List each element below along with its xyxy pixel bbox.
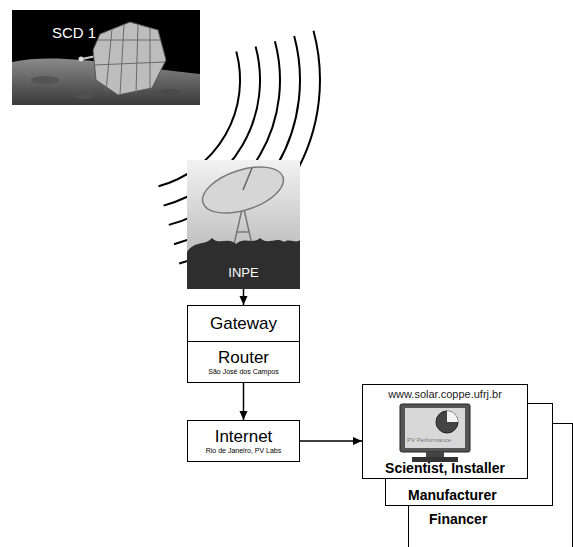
satellite-panels — [94, 24, 165, 95]
arrow-connector — [243, 289, 245, 305]
node-title: SCD 1 — [52, 24, 96, 41]
crater — [76, 93, 94, 99]
ground-station-picture — [187, 158, 300, 289]
crater — [31, 76, 59, 84]
trees — [187, 238, 300, 289]
node-subtitle: Rio de Janeiro, PV Labs — [206, 447, 282, 455]
monitor-stand — [426, 452, 444, 457]
node-title: Internet — [215, 427, 273, 447]
node-subtitle: São José dos Campos — [208, 368, 278, 376]
process-box: Gateway — [187, 305, 300, 342]
antenna-tip — [79, 57, 84, 62]
monitor-screen — [405, 408, 465, 448]
space-ground — [12, 10, 200, 105]
screen-label: PV Performance — [407, 437, 451, 444]
feed — [243, 168, 252, 190]
picture-box: INPE — [187, 160, 300, 289]
node-title: Gateway — [210, 314, 277, 334]
dish — [197, 158, 289, 222]
node-subtitle: Scientist, Installer — [385, 460, 505, 476]
sky — [187, 160, 300, 289]
monitor-frame — [400, 404, 470, 452]
node-title: INPE — [228, 266, 258, 281]
antenna — [82, 56, 96, 59]
crater — [158, 89, 182, 95]
pie-chart — [436, 411, 458, 433]
node-title: www.solar.coppe.ufrj.br — [388, 388, 502, 401]
moon-surface — [12, 59, 200, 105]
radio-waves — [159, 31, 320, 264]
process-box: RouterSão José dos Campos — [187, 341, 300, 383]
keyboard — [412, 457, 458, 462]
satellite-picture — [12, 10, 200, 105]
antenna-mast — [230, 205, 256, 262]
process-box: www.solar.coppe.ufrj.brScientist, Instal… — [362, 384, 528, 479]
arrow-connector — [243, 383, 245, 420]
process-box: InternetRio de Janeiro, PV Labs — [187, 420, 300, 462]
pie-slice — [447, 411, 458, 422]
node-title: Financer — [429, 511, 487, 527]
picture-box: SCD 1 — [12, 10, 200, 105]
satellite-body — [93, 22, 166, 95]
arrow-connector — [300, 440, 362, 442]
node-title: Router — [218, 348, 269, 368]
node-title: Manufacturer — [408, 487, 497, 503]
